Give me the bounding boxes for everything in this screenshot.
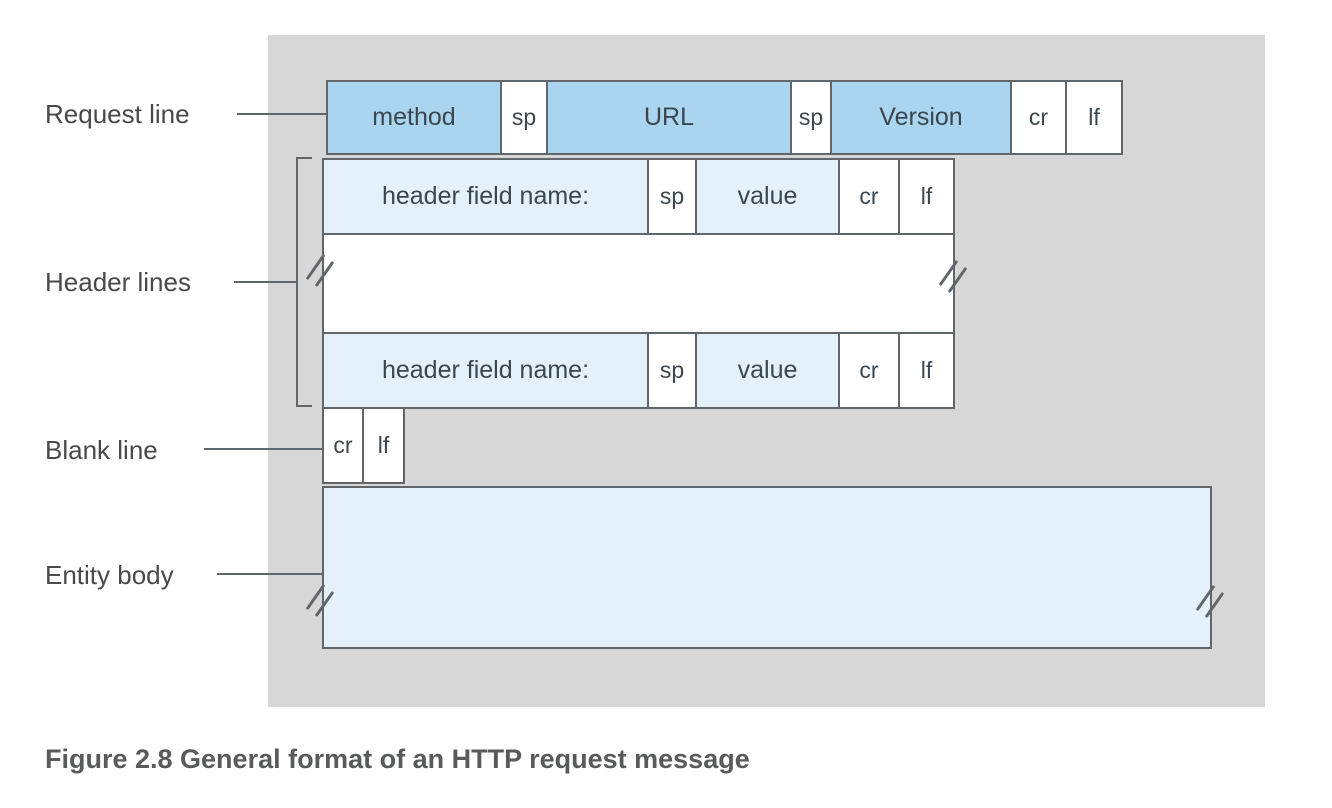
cell-version: Version bbox=[830, 80, 1012, 155]
label-request-line: Request line bbox=[45, 99, 190, 129]
figure-caption: Figure 2.8 General format of an HTTP req… bbox=[45, 744, 750, 774]
cell-cr: cr bbox=[322, 407, 364, 484]
cell-sp: sp bbox=[647, 158, 697, 235]
header-lines-connector bbox=[234, 281, 296, 283]
cell-header-field-name: header field name: bbox=[322, 158, 649, 235]
cell-method: method bbox=[326, 80, 502, 155]
cell-cr: cr bbox=[1010, 80, 1067, 155]
entity-body-connector bbox=[217, 573, 322, 575]
break-mark-icon bbox=[938, 257, 972, 297]
break-mark-icon bbox=[1195, 582, 1229, 622]
cell-cr: cr bbox=[838, 158, 900, 235]
cell-cr: cr bbox=[838, 332, 900, 409]
cell-value: value bbox=[695, 332, 840, 409]
header-lines-continuation-box bbox=[322, 233, 955, 334]
break-mark-icon bbox=[305, 581, 339, 621]
cell-sp: sp bbox=[647, 332, 697, 409]
request-line-connector bbox=[237, 113, 326, 115]
cell-header-field-name: header field name: bbox=[322, 332, 649, 409]
break-mark-icon bbox=[305, 251, 339, 291]
header-lines-bracket bbox=[296, 157, 312, 407]
cell-lf: lf bbox=[898, 332, 955, 409]
cell-lf: lf bbox=[898, 158, 955, 235]
cell-lf: lf bbox=[1065, 80, 1123, 155]
cell-lf: lf bbox=[362, 407, 405, 484]
label-header-lines: Header lines bbox=[45, 267, 191, 297]
cell-url: URL bbox=[546, 80, 792, 155]
cell-sp: sp bbox=[790, 80, 832, 155]
entity-body-box bbox=[322, 486, 1212, 649]
label-entity-body: Entity body bbox=[45, 560, 174, 590]
label-blank-line: Blank line bbox=[45, 435, 158, 465]
cell-sp: sp bbox=[500, 80, 548, 155]
cell-value: value bbox=[695, 158, 840, 235]
cell-blank bbox=[322, 486, 1212, 649]
blank-line-connector bbox=[204, 448, 322, 450]
cell-blank bbox=[322, 233, 955, 334]
